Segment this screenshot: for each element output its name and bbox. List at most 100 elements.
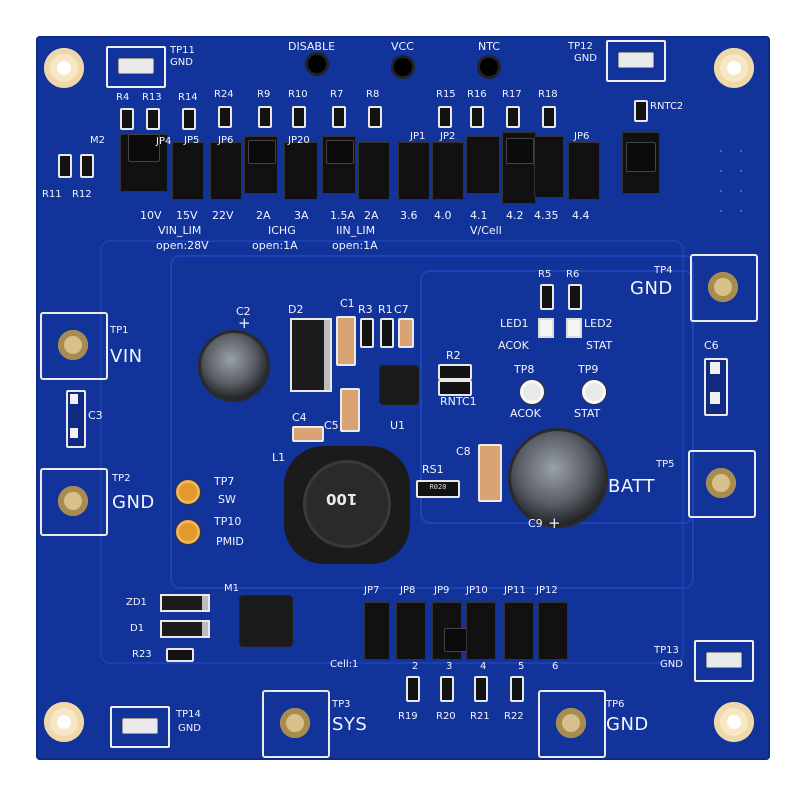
label-jp9: JP9 <box>434 585 450 596</box>
resistor <box>380 318 394 348</box>
resistor <box>332 106 346 128</box>
label-tp7: TP7 <box>214 475 235 488</box>
label-m2: M2 <box>90 135 105 146</box>
label-ichg: ICHG <box>268 224 296 237</box>
label-led2: LED2 <box>584 317 613 330</box>
label-r22: R22 <box>504 711 524 722</box>
capacitor-c1 <box>336 316 356 366</box>
label-r21: R21 <box>470 711 490 722</box>
label-batt: BATT <box>608 476 655 497</box>
resistor <box>258 106 272 128</box>
label-tp13: TP13 <box>654 645 679 656</box>
pin-header <box>358 142 390 200</box>
label-cell-6: 6 <box>552 661 559 672</box>
label-c3: C3 <box>88 409 103 422</box>
pin-header <box>210 142 242 200</box>
label-tp3: TP3 <box>332 699 351 710</box>
label-cell: Cell:1 <box>330 659 359 670</box>
label-1-5a: 1.5A <box>330 209 356 222</box>
label-u1: U1 <box>390 419 406 432</box>
jumper-shunt <box>626 142 656 172</box>
label-3-6: 3.6 <box>400 209 418 222</box>
label-r23: R23 <box>132 649 152 660</box>
label-jp6a: JP6 <box>218 135 234 146</box>
label-disable: DISABLE <box>288 40 336 53</box>
pin-header <box>568 142 600 200</box>
resistor <box>542 106 556 128</box>
label-c1: C1 <box>340 297 355 310</box>
label-tp1: TP1 <box>110 325 129 336</box>
jumper-shunt <box>248 140 276 164</box>
resistor <box>406 676 420 702</box>
label-zd1: ZD1 <box>126 597 147 608</box>
resistor <box>506 106 520 128</box>
label-c9: C9 <box>528 517 543 530</box>
label-4-1: 4.1 <box>470 209 488 222</box>
resistor <box>292 106 306 128</box>
resistor <box>120 108 134 130</box>
label-tp8: TP8 <box>514 363 535 376</box>
label-4-4: 4.4 <box>572 209 590 222</box>
label-stat-tp: STAT <box>574 407 601 420</box>
resistor <box>438 106 452 128</box>
label-tp9: TP9 <box>578 363 599 376</box>
label-tp13-gnd: GND <box>660 659 683 670</box>
label-stat: STAT <box>586 339 613 352</box>
resistor <box>80 154 94 178</box>
label-r17: R17 <box>502 89 522 100</box>
pad <box>70 394 78 404</box>
label-c8: C8 <box>456 445 471 458</box>
label-tp14-gnd: GND <box>178 723 201 734</box>
resistor <box>360 318 374 348</box>
label-tp11: TP11 <box>170 45 195 56</box>
resistor <box>568 284 582 310</box>
label-tp4: TP4 <box>654 265 673 276</box>
label-jp6b: JP6 <box>574 131 590 142</box>
test-pin-ntc <box>480 58 498 76</box>
ground-clip <box>110 706 170 748</box>
label-cell-2: 2 <box>412 661 419 672</box>
pcb-trace <box>100 240 684 664</box>
pad <box>710 392 720 404</box>
label-m1: M1 <box>224 583 239 594</box>
test-point-acok <box>520 380 544 404</box>
label-cell-5: 5 <box>518 661 525 672</box>
via <box>720 210 722 212</box>
label-acok: ACOK <box>498 339 529 352</box>
ground-clip <box>606 40 666 82</box>
label-tp11-gnd: GND <box>170 57 193 68</box>
label-r12: R12 <box>72 189 92 200</box>
label-acok-tp: ACOK <box>510 407 541 420</box>
pin-header <box>398 142 430 200</box>
pin-header <box>466 136 500 194</box>
jumper-shunt <box>506 138 534 164</box>
via <box>740 210 742 212</box>
label-jp20: JP20 <box>288 135 310 146</box>
label-tp6: TP6 <box>606 699 625 710</box>
via <box>740 150 742 152</box>
label-jp5: JP5 <box>184 135 200 146</box>
ic-u1 <box>380 366 418 404</box>
label-jp7: JP7 <box>364 585 380 596</box>
label-tp12-gnd: GND <box>574 53 597 64</box>
label-vcc: VCC <box>391 40 414 53</box>
label-r13: R13 <box>142 92 162 103</box>
label-sys: SYS <box>332 714 368 735</box>
label-22v: 22V <box>212 209 234 222</box>
test-pin-disable <box>308 55 326 73</box>
resistor <box>474 676 488 702</box>
binding-post-gnd-tp4 <box>690 254 758 322</box>
pin-header <box>432 142 464 200</box>
test-pin-vcc <box>394 58 412 76</box>
inductor-l1: 100 <box>284 446 410 564</box>
resistor <box>634 100 648 122</box>
label-open-1a-b: open:1A <box>332 239 378 252</box>
label-3a: 3A <box>294 209 309 222</box>
label-open-28v: open:28V <box>156 239 209 252</box>
resistor <box>182 108 196 130</box>
label-2a-b: 2A <box>364 209 379 222</box>
test-point-stat <box>582 380 606 404</box>
pin-header <box>172 142 204 200</box>
label-gnd-tp2: GND <box>112 492 155 513</box>
label-r19: R19 <box>398 711 418 722</box>
